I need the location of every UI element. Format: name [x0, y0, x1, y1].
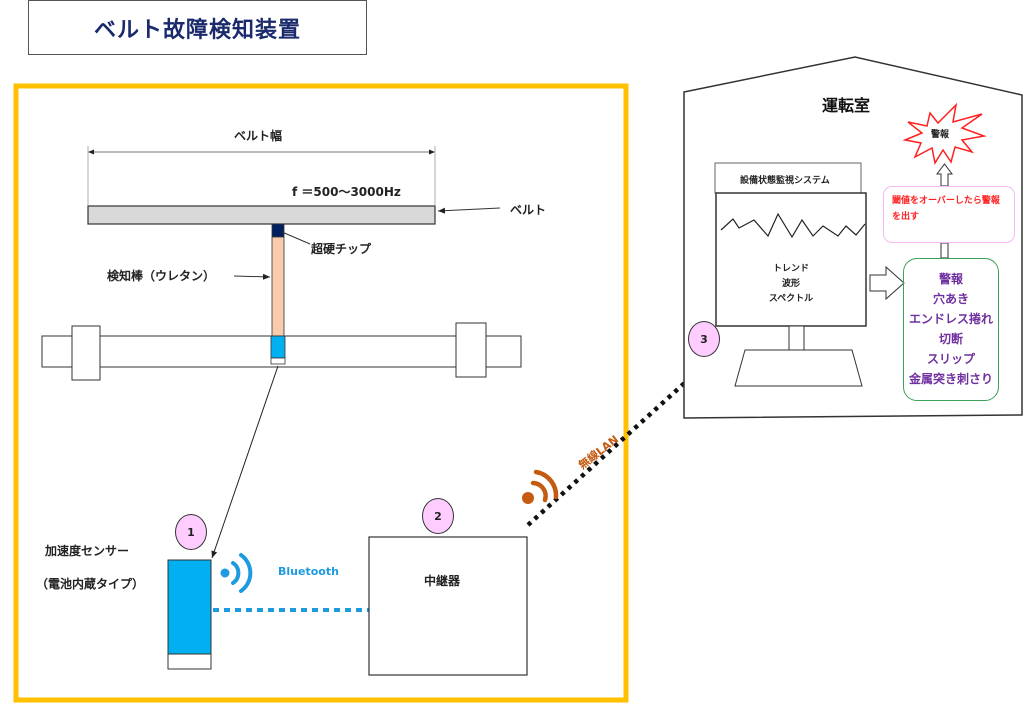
waveform-line	[720, 212, 866, 239]
step-badge-1: 1	[175, 514, 207, 550]
sensor-base	[167, 653, 212, 670]
bluetooth-label: Bluetooth	[278, 565, 339, 578]
rod-sensor-segment	[270, 335, 286, 359]
monitor-stand	[734, 349, 863, 387]
failure-item: スリップ	[926, 352, 975, 366]
failure-item: 金属突き刺さり	[908, 372, 993, 386]
carbide-tip	[271, 223, 285, 238]
step-badge-3: 3	[688, 321, 720, 357]
step-badge-2: 2	[422, 498, 454, 534]
monitor-line-spectrum: スペクトル	[768, 294, 814, 304]
repeater-label: 中継器	[424, 574, 461, 588]
title-box: ベルト故障検知装置	[28, 0, 367, 55]
diagram-title: ベルト故障検知装置	[93, 17, 301, 43]
carbide-tip-pointer	[281, 231, 311, 245]
detection-rod-pointer	[233, 273, 271, 280]
failure-item: 切断	[938, 332, 963, 346]
sensor-label-line1: 加速度センサー	[45, 544, 130, 558]
failure-item: 警報	[938, 272, 963, 286]
rod-end-cap	[270, 357, 286, 365]
threshold-note: 閾値をオーバーしたら警報 を出す	[883, 186, 1015, 243]
monitor-text-group: トレンド 波形 スペクトル	[716, 262, 866, 307]
monitor-neck	[788, 325, 805, 351]
bluetooth-signal-icon	[220, 553, 253, 593]
sensor-label-line2: （電池内蔵タイプ）	[36, 577, 145, 591]
alarm-burst-label: 警報	[931, 130, 950, 140]
control-room-title: 運転室	[822, 96, 871, 115]
detection-rod-label: 検知棒（ウレタン）	[107, 269, 216, 283]
failure-item: 穴あき	[932, 292, 969, 306]
monitor-line-trend: トレンド	[772, 264, 809, 274]
belt-label: ベルト	[510, 203, 547, 217]
belt	[87, 205, 436, 225]
belt-width-label: ベルト幅	[234, 129, 283, 143]
threshold-to-alarm-arrow	[936, 163, 953, 187]
monitor-screen[interactable]	[715, 192, 867, 327]
roller-bearing-right	[455, 322, 487, 378]
system-label: 設備状態監視システム	[740, 176, 830, 186]
wireless-signal-icon	[522, 469, 559, 504]
belt-width-dimension	[87, 146, 436, 205]
frequency-label: f ＝500～3000Hz	[292, 185, 401, 199]
failures-to-threshold-connector	[940, 242, 949, 259]
accelerometer-sensor[interactable]	[167, 559, 212, 655]
threshold-note-line1: 閾値をオーバーしたら警報	[892, 196, 1000, 206]
failure-mode-list: 警報 穴あき エンドレス捲れ 切断 スリップ 金属突き刺さり	[903, 258, 999, 401]
field-frame	[13, 83, 629, 703]
failure-item: エンドレス捲れ	[908, 312, 993, 326]
detection-rod	[271, 236, 285, 337]
belt-pointer	[437, 207, 501, 214]
repeater-box[interactable]	[368, 536, 528, 676]
roller-bearing-left	[71, 325, 101, 381]
carbide-tip-label: 超硬チップ	[311, 242, 372, 256]
threshold-note-line2: を出す	[892, 212, 920, 222]
alarm-burst-icon	[902, 102, 987, 166]
rod-to-sensor-line	[211, 365, 279, 559]
monitor-line-waveform: 波形	[781, 279, 800, 289]
monitor-to-failures-arrow	[869, 265, 905, 301]
